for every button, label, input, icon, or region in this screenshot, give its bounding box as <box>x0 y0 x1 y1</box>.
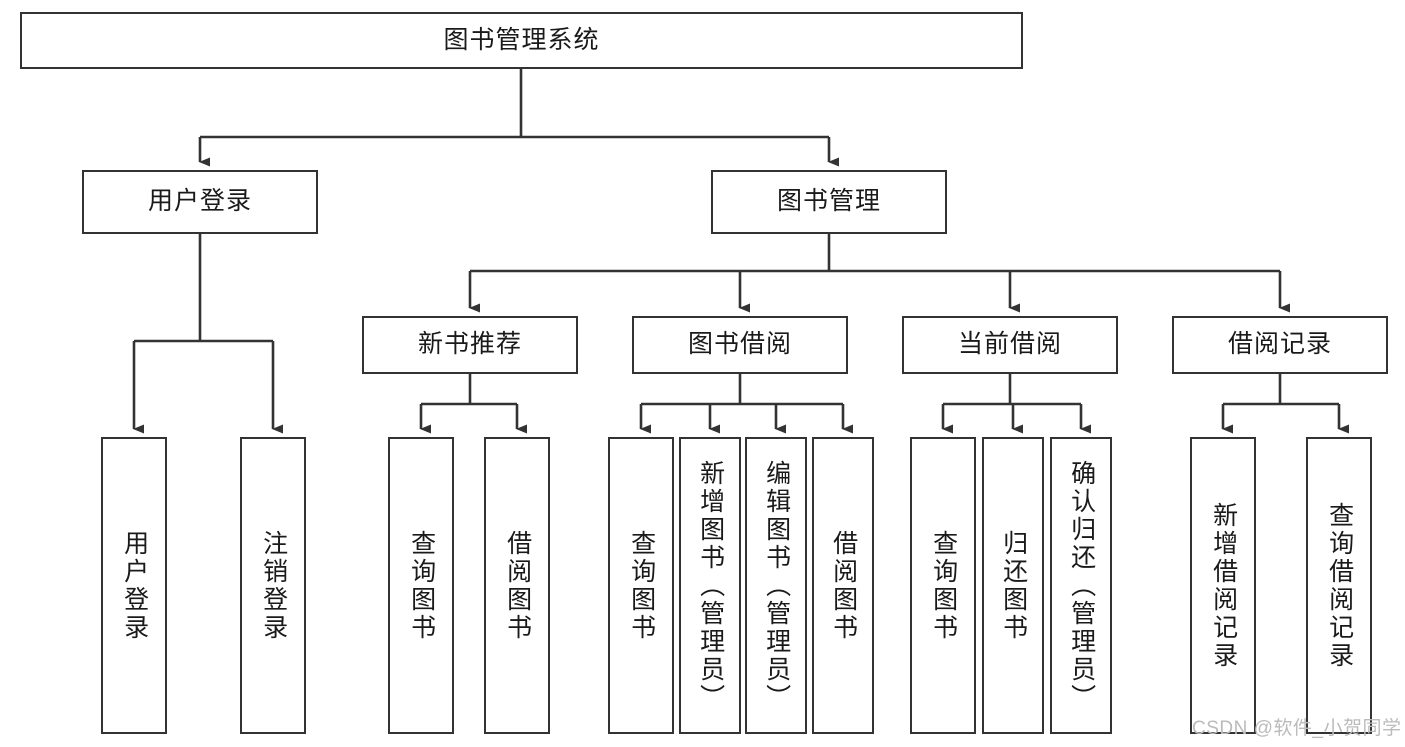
leaf-query-book-c-label: 查询图书 <box>929 529 958 642</box>
node-user-login[interactable]: 用户登录 <box>82 170 318 234</box>
leaf-add-book[interactable]: 新增图书（管理员） <box>679 437 741 734</box>
leaf-user-login[interactable]: 用户登录 <box>101 437 167 734</box>
leaf-logout-label: 注销登录 <box>259 529 288 642</box>
leaf-add-borrow-record-label: 新增借阅记录 <box>1209 501 1238 670</box>
node-book-management[interactable]: 图书管理 <box>711 170 947 234</box>
leaf-confirm-return[interactable]: 确认归还（管理员） <box>1050 437 1112 734</box>
leaf-query-book-c[interactable]: 查询图书 <box>910 437 976 734</box>
csdn-watermark: CSDN @软件_小贺同学 <box>1192 718 1402 739</box>
node-book-borrowing[interactable]: 图书借阅 <box>632 316 848 374</box>
leaf-query-book-a[interactable]: 查询图书 <box>388 437 454 734</box>
leaf-confirm-return-label: 确认归还（管理员） <box>1067 459 1096 712</box>
node-current-borrowing-label: 当前借阅 <box>957 330 1062 359</box>
node-book-borrowing-label: 图书借阅 <box>687 330 792 359</box>
leaf-edit-book-label: 编辑图书（管理员） <box>762 459 791 712</box>
leaf-return-book[interactable]: 归还图书 <box>982 437 1044 734</box>
leaf-return-book-label: 归还图书 <box>999 529 1028 642</box>
leaf-borrow-book-a[interactable]: 借阅图书 <box>484 437 550 734</box>
leaf-add-book-label: 新增图书（管理员） <box>696 459 725 712</box>
leaf-logout[interactable]: 注销登录 <box>240 437 306 734</box>
leaf-edit-book[interactable]: 编辑图书（管理员） <box>745 437 807 734</box>
node-new-book-recommendation-label: 新书推荐 <box>417 330 522 359</box>
node-new-book-recommendation[interactable]: 新书推荐 <box>362 316 578 374</box>
leaf-add-borrow-record[interactable]: 新增借阅记录 <box>1190 437 1256 734</box>
node-borrowing-record-label: 借阅记录 <box>1227 330 1332 359</box>
leaf-borrow-book-b-label: 借阅图书 <box>829 529 858 642</box>
leaf-query-book-b-label: 查询图书 <box>627 529 656 642</box>
leaf-borrow-book-b[interactable]: 借阅图书 <box>812 437 874 734</box>
leaf-query-book-b[interactable]: 查询图书 <box>608 437 674 734</box>
node-book-management-label: 图书管理 <box>776 187 881 216</box>
leaf-borrow-book-a-label: 借阅图书 <box>503 529 532 642</box>
leaf-query-book-a-label: 查询图书 <box>407 529 436 642</box>
node-current-borrowing[interactable]: 当前借阅 <box>902 316 1118 374</box>
node-user-login-label: 用户登录 <box>147 187 252 216</box>
node-borrowing-record[interactable]: 借阅记录 <box>1172 316 1388 374</box>
node-root-system[interactable]: 图书管理系统 <box>20 12 1023 69</box>
leaf-query-borrow-record[interactable]: 查询借阅记录 <box>1306 437 1372 734</box>
node-root-system-label: 图书管理系统 <box>443 25 600 54</box>
leaf-query-borrow-record-label: 查询借阅记录 <box>1325 501 1354 670</box>
leaf-user-login-label: 用户登录 <box>120 529 149 642</box>
